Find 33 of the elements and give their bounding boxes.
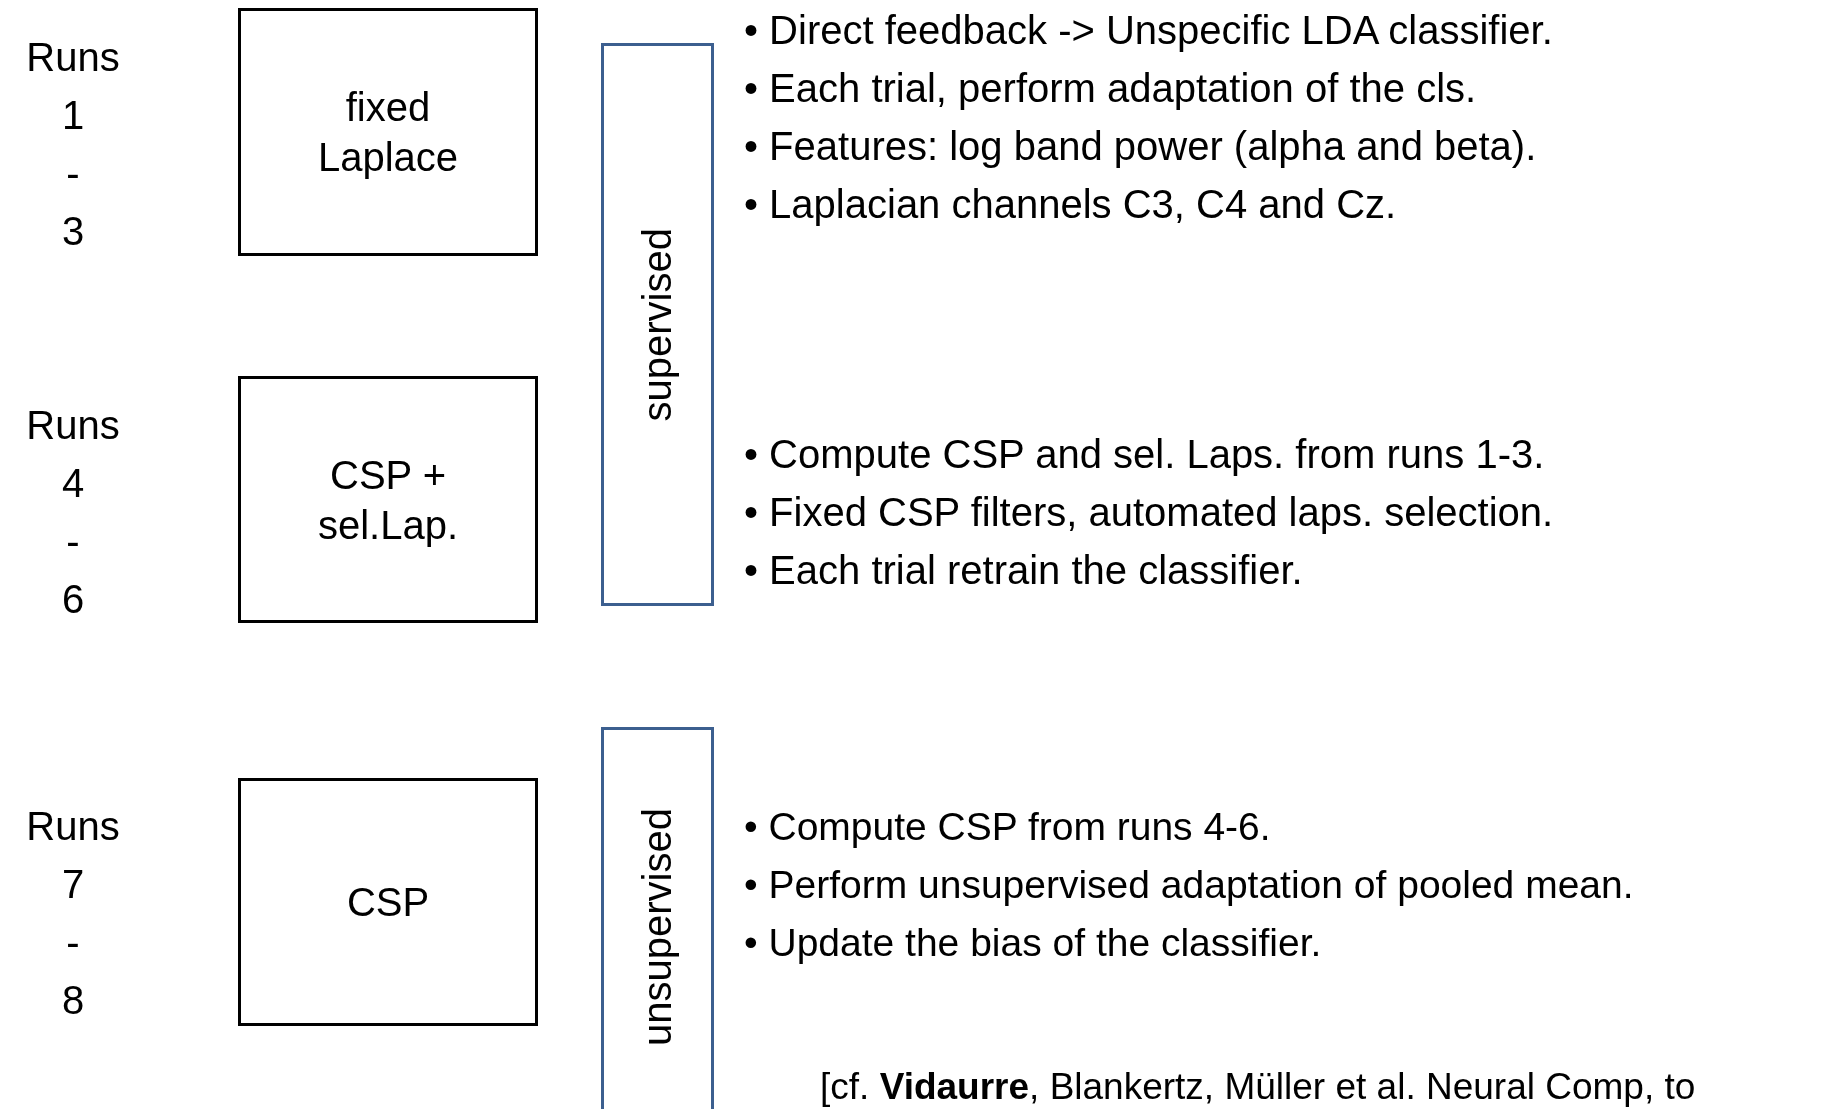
bullet-point: • Perform unsupervised adaptation of pooled mean.	[744, 865, 1634, 904]
citation: [cf. Vidaurre, Blankertz, Müller et al. Neural Comp, to	[820, 1068, 1696, 1105]
run-label: Runs	[25, 37, 121, 77]
bullet-point: • Laplacian channels C3, C4 and Cz.	[744, 184, 1397, 224]
run-label: 1	[60, 95, 86, 135]
process-box	[238, 8, 538, 256]
bullet-point: • Each trial retrain the classifier.	[744, 550, 1303, 590]
bullet-point: • Compute CSP from runs 4-6.	[744, 807, 1271, 846]
run-label: 6	[60, 579, 86, 619]
box-label: CSP	[346, 879, 430, 926]
bullet-point: • Update the bias of the classifier.	[744, 923, 1322, 962]
box-label: fixed Laplace	[316, 84, 460, 181]
phase-label: unsupervised	[635, 808, 680, 1046]
bullet-point: • Compute CSP and sel. Laps. from runs 1-3.	[744, 434, 1545, 474]
box-label: CSP + sel.Lap.	[316, 451, 460, 549]
bullet-point: • Each trial, perform adaptation of the cls.	[744, 68, 1477, 108]
run-label: 7	[60, 864, 86, 904]
process-box	[238, 778, 538, 1026]
run-label: -	[65, 153, 81, 193]
bullet-point: • Direct feedback -> Unspecific LDA classifier.	[744, 10, 1553, 50]
phase-band	[601, 727, 714, 1109]
run-label: 3	[60, 211, 86, 251]
run-label: 4	[60, 463, 86, 503]
bullet-point: • Fixed CSP filters, automated laps. selection.	[744, 492, 1554, 532]
run-label: -	[65, 922, 81, 962]
run-label: -	[65, 521, 81, 561]
phase-band	[601, 43, 714, 606]
run-label: Runs	[25, 806, 121, 846]
process-box	[238, 376, 538, 623]
run-label: Runs	[25, 405, 121, 445]
phase-label: supervised	[635, 227, 680, 422]
run-label: 8	[60, 980, 86, 1020]
bullet-point: • Features: log band power (alpha and beta).	[744, 126, 1537, 166]
